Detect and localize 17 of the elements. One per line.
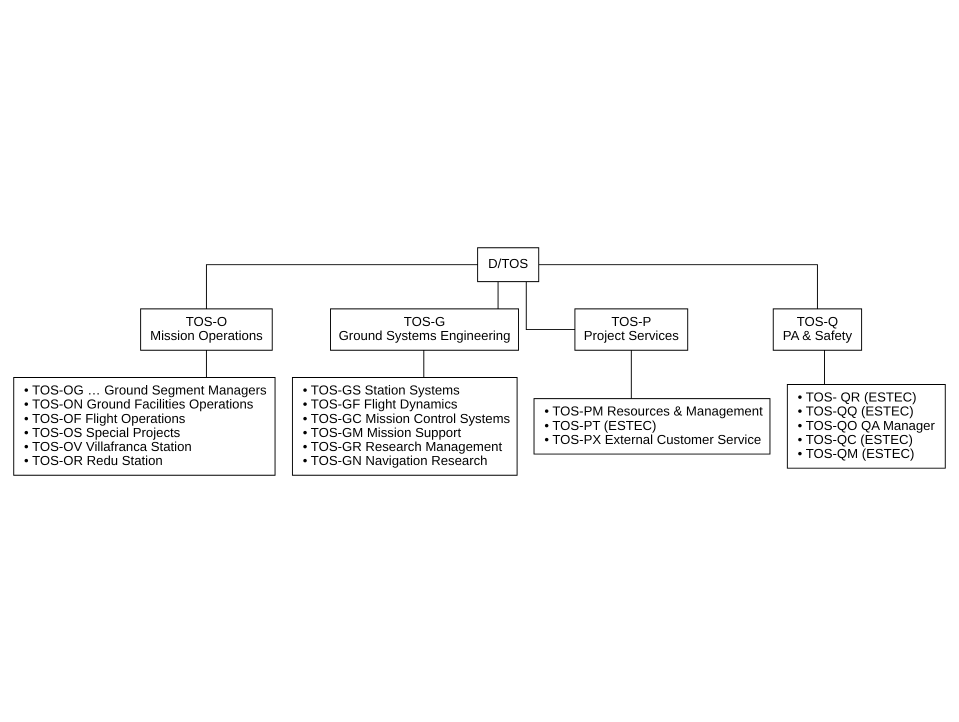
connector [538, 264, 818, 309]
connector [630, 349, 632, 398]
connector [498, 280, 499, 309]
node-box: TOS-O Mission Operations [140, 308, 273, 350]
node-box: • TOS-GS Station Systems • TOS-GF Flight Dynamics • TOS-GC Mission Control Systems • TOS-GM Mission Support • TOS-GR Research Management • TOS-GN Navigation Research [292, 376, 518, 476]
node-box: TOS-Q PA & Safety [772, 308, 862, 350]
node-box: TOS-G Ground Systems Engineering [330, 308, 519, 350]
node-box: • TOS- QR (ESTEC) • TOS-QQ (ESTEC) • TOS-QO QA Manager • TOS-QC (ESTEC) • TOS-QM (ESTEC) [786, 384, 946, 468]
node-box: TOS-P Project Services [574, 308, 688, 350]
connector [206, 264, 478, 309]
node-box: • TOS-OG … Ground Segment Managers • TOS-ON Ground Facilities Operations • TOS-OF Flight Operations • TOS-OS Special Projects • TOS-OV Villafranca Station • TOS-OR Redu Station [13, 376, 276, 476]
node-box: D/TOS [477, 246, 540, 282]
connector [206, 349, 207, 378]
connector [824, 349, 825, 384]
node-box: • TOS-PM Resources & Management • TOS-PT (ESTEC) • TOS-PX External Customer Service [534, 398, 770, 454]
connector [423, 349, 424, 378]
connector [526, 280, 576, 330]
